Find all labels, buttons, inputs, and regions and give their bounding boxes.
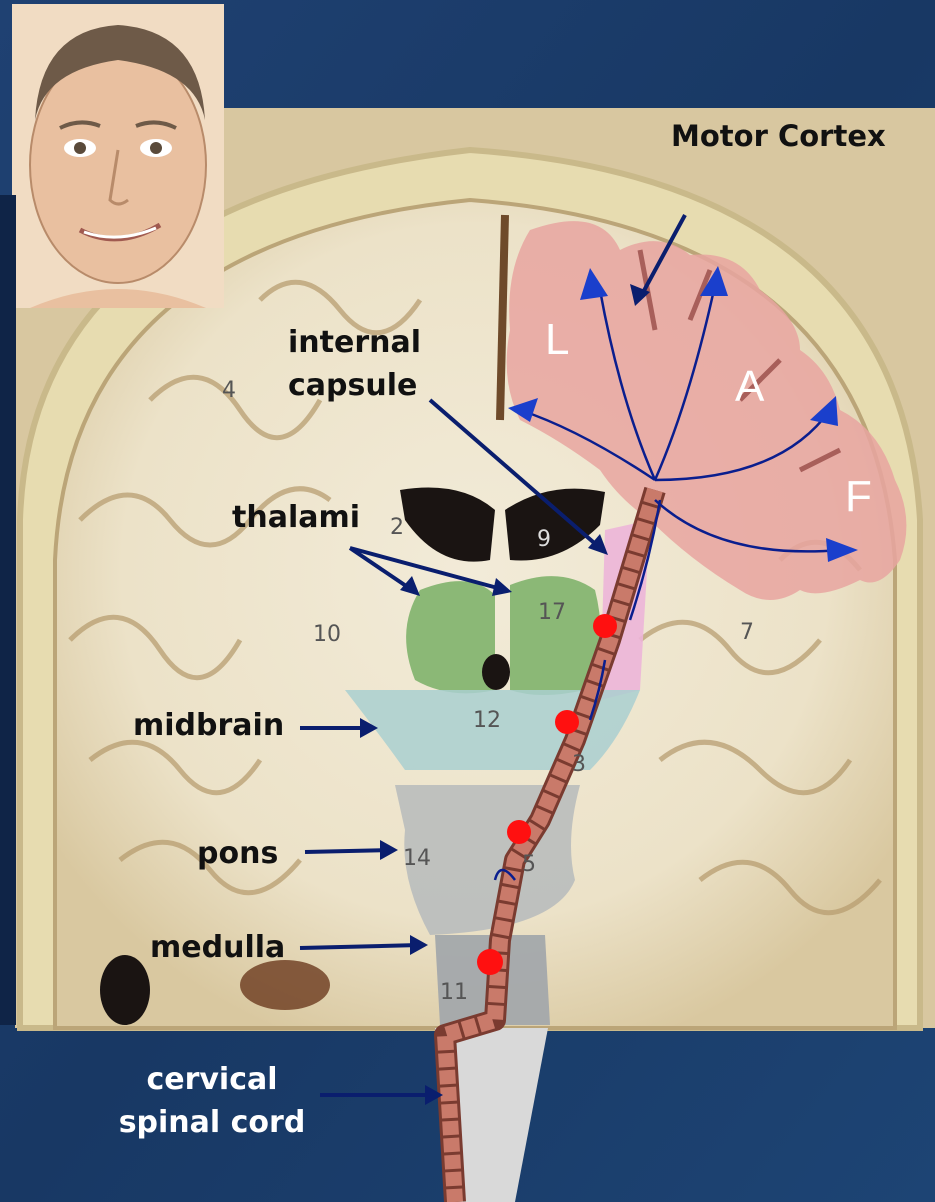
thalamus-left: [406, 581, 495, 693]
longitudinal-fissure: [500, 215, 505, 420]
section-number-2: 2: [390, 515, 404, 540]
label-cervical-line2: spinal cord: [108, 1105, 316, 1141]
section-number-7: 7: [740, 620, 754, 645]
slide-edge: [0, 195, 16, 1025]
label-cervical-line1: cervical: [108, 1062, 316, 1098]
cortex-letter-l: L: [545, 318, 569, 362]
label-internal-capsule-line2: capsule: [288, 368, 417, 404]
section-number-3: 3: [572, 752, 586, 777]
label-pons: pons: [197, 836, 278, 872]
dark-region-center: [240, 960, 330, 1010]
section-number-17: 17: [538, 600, 566, 625]
section-number-10: 10: [313, 622, 341, 647]
section-number-4: 4: [222, 378, 236, 403]
label-thalami: thalami: [232, 500, 360, 536]
section-number-11: 11: [440, 980, 468, 1005]
label-medulla: medulla: [150, 930, 285, 966]
third-ventricle: [482, 654, 510, 690]
label-internal-capsule-line1: internal: [288, 325, 421, 361]
section-number-14: 14: [403, 846, 431, 871]
dark-region-left: [100, 955, 150, 1025]
section-number-9: 9: [537, 527, 551, 552]
cortex-letter-a: A: [735, 365, 764, 409]
label-motor-cortex: Motor Cortex: [671, 118, 886, 154]
cortex-letter-f: F: [845, 475, 872, 519]
section-number-12: 12: [473, 708, 501, 733]
label-midbrain: midbrain: [133, 708, 284, 744]
face-portrait-icon: [12, 4, 224, 308]
section-number-5: 5: [522, 852, 536, 877]
